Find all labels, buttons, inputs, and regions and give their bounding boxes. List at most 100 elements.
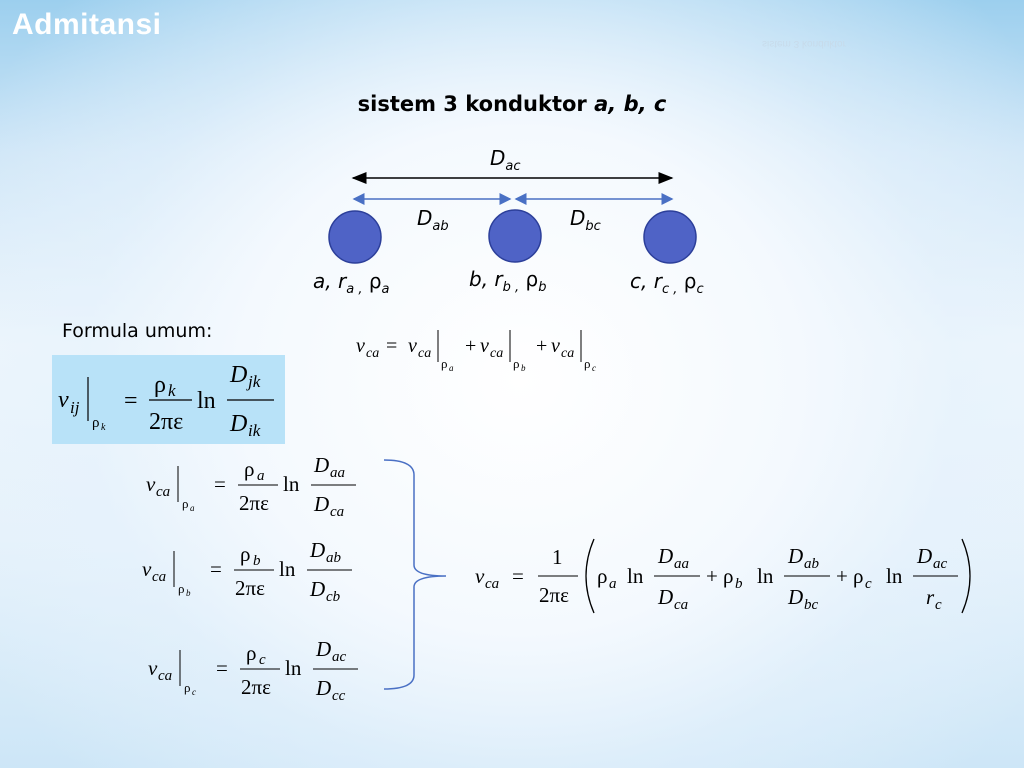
svg-text:=: = [210,557,222,581]
svg-text:ρ: ρ [597,564,607,588]
svg-text:=: = [214,472,226,496]
svg-text:c: c [865,576,872,592]
svg-text:c: c [192,687,196,697]
svg-text:ρ: ρ [246,641,256,665]
svg-text:ln: ln [197,388,216,414]
svg-text:ln: ln [886,564,903,588]
svg-text:cb: cb [326,589,341,605]
svg-text:a: a [449,363,454,373]
conductor-a-label: a, ra , ρa [313,269,390,297]
svg-text:v: v [408,335,417,357]
svg-text:a: a [190,503,195,513]
svg-text:D: D [309,577,325,601]
svg-text:ca: ca [561,346,574,361]
svg-text:D: D [229,362,247,388]
svg-text:ρ: ρ [182,496,189,511]
svg-text:D: D [313,453,329,477]
svg-text:D: D [315,676,331,700]
svg-text:v: v [142,557,152,581]
svg-text:ca: ca [674,597,688,613]
dbc-label: Dbc [570,206,601,234]
svg-text:=: = [124,388,138,414]
svg-text:D: D [787,544,803,568]
svg-text:b: b [253,553,261,569]
svg-text:2πε: 2πε [149,409,183,435]
svg-text:+: + [706,564,718,588]
svg-text:ca: ca [418,346,431,361]
section-title-prefix: sistem 3 konduktor [357,92,595,116]
svg-text:b: b [521,363,526,373]
reflected-text: sistem 3 konduktor [762,38,846,49]
conductor-b-label: b, rb , ρb [469,267,547,295]
svg-text:D: D [657,544,673,568]
svg-text:=: = [216,656,228,680]
svg-text:D: D [916,544,932,568]
svg-text:ln: ln [283,472,300,496]
svg-text:ca: ca [366,346,379,361]
svg-text:ln: ln [285,656,302,680]
svg-text:ρ: ρ [240,542,250,566]
conductor-c [643,210,697,264]
svg-text:ρ: ρ [441,356,448,371]
svg-text:ij: ij [70,398,80,417]
svg-text:ca: ca [156,484,170,500]
svg-text:b: b [186,588,191,598]
svg-text:+: + [836,564,848,588]
svg-text:D: D [313,492,329,516]
svg-text:ρ: ρ [154,372,166,398]
svg-text:2πε: 2πε [241,675,271,699]
svg-text:D: D [787,585,803,609]
svg-text:ρ: ρ [184,680,191,695]
conductor-diagram [328,172,697,264]
section-title: sistem 3 konduktor a, b, c [0,92,1024,116]
svg-text:ca: ca [152,569,166,585]
dac-label: Dac [490,146,521,174]
svg-text:ln: ln [279,557,296,581]
dab-label: Dab [417,206,449,234]
svg-text:ρ: ρ [723,564,733,588]
svg-text:k: k [101,422,106,433]
svg-text:jk: jk [246,372,261,391]
svg-text:2πε: 2πε [539,583,569,607]
svg-text:ρ: ρ [853,564,863,588]
svg-text:k: k [168,381,176,400]
svg-text:D: D [309,538,325,562]
svg-text:ik: ik [248,421,261,440]
svg-text:a: a [609,576,617,592]
svg-text:+: + [536,335,547,357]
conductor-a [328,210,382,264]
conductor-c-label: c, rc , ρc [630,269,704,297]
svg-text:c: c [259,652,266,668]
svg-text:v: v [148,656,158,680]
svg-text:aa: aa [674,556,689,572]
conductor-b [488,209,542,263]
svg-text:ac: ac [332,649,347,665]
svg-text:=: = [512,564,524,588]
svg-text:v: v [146,472,156,496]
svg-text:=: = [386,335,397,357]
curly-brace [383,459,447,690]
svg-text:r: r [926,585,935,609]
svg-text:v: v [356,335,365,357]
svg-text:c: c [592,363,596,373]
svg-text:ca: ca [330,504,344,520]
svg-text:bc: bc [804,597,819,613]
svg-text:v: v [58,387,69,413]
svg-text:v: v [475,564,485,588]
svg-text:a: a [257,468,265,484]
svg-text:ca: ca [490,346,503,361]
svg-text:v: v [480,335,489,357]
svg-text:ρ: ρ [92,415,100,431]
svg-text:ρ: ρ [513,356,520,371]
svg-text:2πε: 2πε [235,576,265,600]
svg-text:D: D [315,637,331,661]
svg-text:aa: aa [330,465,345,481]
svg-text:c: c [935,597,942,613]
svg-text:v: v [551,335,560,357]
svg-text:ln: ln [757,564,774,588]
svg-text:ρ: ρ [584,356,591,371]
